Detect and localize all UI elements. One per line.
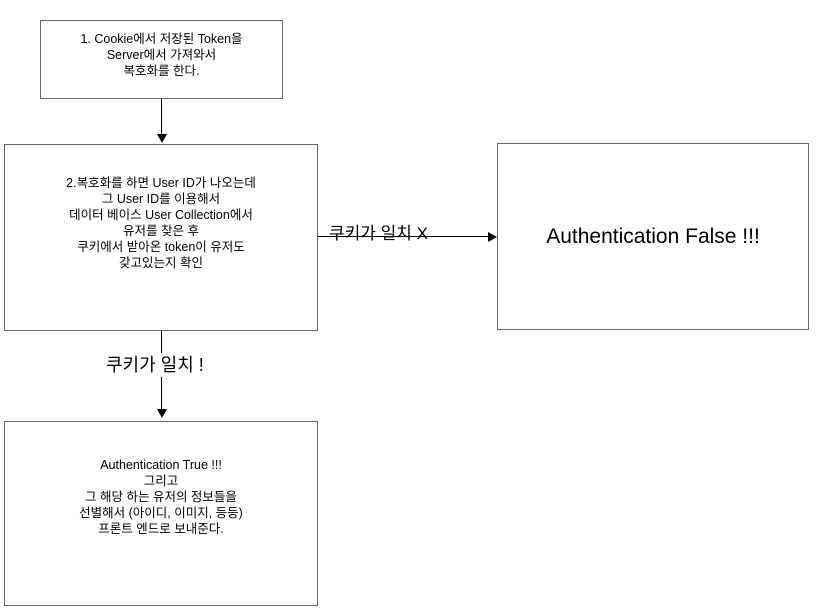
edge-step1-to-step2-arrowhead bbox=[157, 134, 167, 143]
authentication-false-label: Authentication False !!! bbox=[546, 224, 760, 248]
step-2-box[interactable]: 2.복호화를 하면 User ID가 나오는데 그 User ID를 이용해서 … bbox=[4, 144, 318, 331]
edge-step2-to-false-arrowhead bbox=[488, 232, 497, 242]
edge-step2-to-true-arrowhead bbox=[157, 409, 167, 418]
authentication-false-box[interactable]: Authentication False !!! bbox=[497, 143, 809, 330]
step-1-label: 1. Cookie에서 저장된 Token을 Server에서 가져와서 복호화… bbox=[80, 31, 243, 78]
edge-step1-to-step2-line bbox=[161, 99, 163, 135]
edge-label-cookie-match: 쿠키가 일치 ! bbox=[104, 353, 206, 377]
authentication-true-label: Authentication True !!! 그리고 그 해당 하는 유저의 … bbox=[79, 457, 243, 536]
step-2-label: 2.복호화를 하면 User ID가 나오는데 그 User ID를 이용해서 … bbox=[66, 175, 256, 270]
edge-step2-to-false-line bbox=[318, 236, 490, 238]
step-1-box[interactable]: 1. Cookie에서 저장된 Token을 Server에서 가져와서 복호화… bbox=[40, 20, 283, 99]
authentication-true-box[interactable]: Authentication True !!! 그리고 그 해당 하는 유저의 … bbox=[4, 421, 318, 606]
edge-label-cookie-mismatch: 쿠키가 일치 X bbox=[329, 224, 428, 243]
